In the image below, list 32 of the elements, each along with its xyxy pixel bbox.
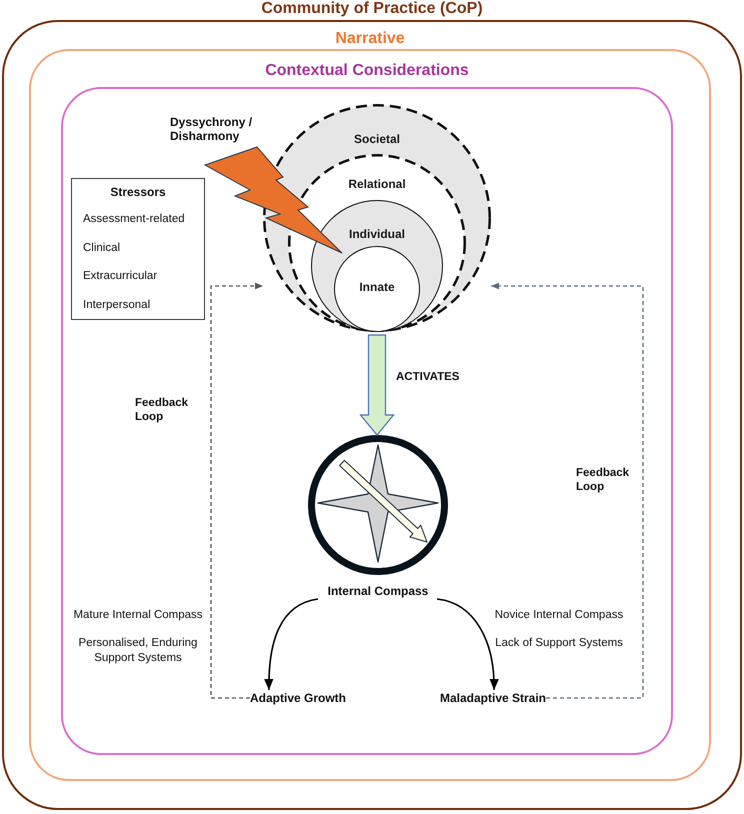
layer-label: Innate [359,280,395,294]
feedback-arrow [210,282,263,699]
layer-circle [263,104,491,332]
curved-arrow [264,598,318,690]
list-item: Assessment-related [83,212,185,226]
frame-title: Narrative [335,30,405,48]
layer-circle [334,246,420,332]
annotation-text: Dyssychrony / Disharmony [170,115,254,143]
annotation-text: Mature Internal Compass [73,608,203,623]
layer-circle [311,200,443,332]
frame-title: Contextual Considerations [265,62,469,80]
curved-arrow [436,598,499,690]
rounded-frame [61,61,673,755]
outcome-label: Adaptive Growth [250,690,346,706]
outcome-label: Maladaptive Strain [440,690,546,706]
list-item: Clinical [83,240,120,254]
lightning-bolt [204,146,343,254]
annotation-text: Novice Internal Compass [494,608,624,623]
stressor-list-box [71,178,205,320]
layer-label: Relational [348,177,406,191]
box-heading: Stressors [110,185,166,199]
block-arrow [359,334,395,436]
list-item: Interpersonal [83,298,150,312]
feedback-arrow [491,282,644,699]
layer-label: Individual [348,227,405,241]
layer-circle [288,154,466,332]
annotation-text: Personalised, Enduring Support Systems [78,636,198,666]
frame-title: Community of Practice (CoP) [261,0,483,18]
list-item: Extracurricular [83,269,158,283]
annotation-text: Lack of Support Systems [495,636,623,651]
layer-label: Societal [354,132,400,146]
node-label: Internal Compass [328,584,428,599]
